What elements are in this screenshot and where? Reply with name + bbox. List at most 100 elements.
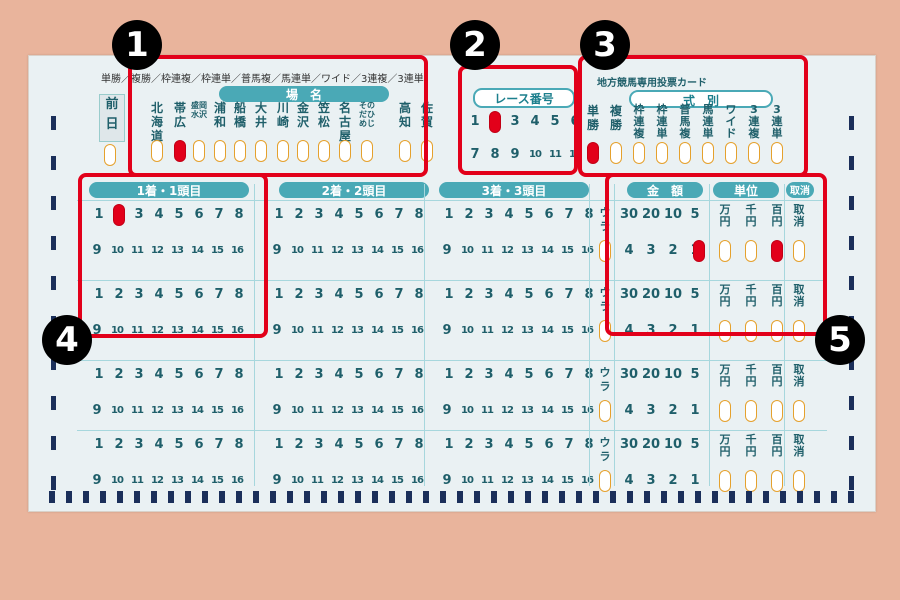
horse-number[interactable]: 7 — [564, 437, 574, 452]
horse-number[interactable]: 15 — [211, 475, 224, 486]
horse-number[interactable]: 6 — [544, 287, 554, 302]
horse-number[interactable]: 6 — [374, 437, 384, 452]
bet-type-bubble[interactable] — [610, 142, 622, 164]
amount-value[interactable]: 4 — [624, 243, 634, 258]
horse-number[interactable]: 13 — [351, 245, 364, 256]
horse-number[interactable]: 4 — [154, 287, 164, 302]
horse-number[interactable]: 9 — [92, 323, 102, 338]
horse-number[interactable]: 7 — [394, 367, 404, 382]
amount-value[interactable]: 20 — [641, 437, 661, 452]
unit-bubble[interactable] — [745, 400, 757, 422]
horse-number[interactable]: 11 — [481, 245, 494, 256]
cancel-bubble[interactable] — [793, 240, 805, 262]
horse-number[interactable]: 7 — [394, 287, 404, 302]
venue-bubble[interactable] — [339, 140, 351, 162]
amount-value[interactable]: 4 — [624, 473, 634, 488]
horse-number[interactable]: 10 — [111, 475, 124, 486]
horse-number[interactable]: 12 — [331, 245, 344, 256]
horse-number[interactable]: 12 — [331, 475, 344, 486]
horse-number[interactable]: 3 — [484, 437, 494, 452]
horse-number[interactable]: 5 — [354, 437, 364, 452]
venue-bubble[interactable] — [151, 140, 163, 162]
horse-number[interactable]: 3 — [134, 367, 144, 382]
horse-number[interactable]: 9 — [92, 473, 102, 488]
horse-number[interactable]: 11 — [131, 325, 144, 336]
horse-number[interactable]: 9 — [272, 473, 282, 488]
horse-number[interactable]: 16 — [411, 475, 424, 486]
horse-number[interactable]: 12 — [501, 405, 514, 416]
horse-number[interactable]: 11 — [481, 325, 494, 336]
horse-number[interactable]: 7 — [214, 437, 224, 452]
amount-value[interactable]: 3 — [646, 323, 656, 338]
horse-number[interactable]: 1 — [94, 287, 104, 302]
horse-number[interactable]: 6 — [544, 207, 554, 222]
horse-number[interactable]: 2 — [114, 287, 124, 302]
horse-number[interactable]: 11 — [311, 405, 324, 416]
amount-value[interactable]: 5 — [690, 207, 700, 222]
horse-number[interactable]: 7 — [564, 207, 574, 222]
amount-value[interactable]: 30 — [619, 437, 639, 452]
cancel-bubble[interactable] — [793, 400, 805, 422]
amount-value[interactable]: 5 — [690, 437, 700, 452]
horse-number[interactable]: 16 — [231, 245, 244, 256]
horse-number[interactable]: 7 — [564, 287, 574, 302]
horse-number[interactable]: 2 — [294, 207, 304, 222]
venue-bubble[interactable] — [297, 140, 309, 162]
horse-number[interactable]: 9 — [442, 323, 452, 338]
race-number[interactable]: 8 — [490, 147, 500, 162]
unit-bubble[interactable] — [771, 400, 783, 422]
horse-number[interactable]: 8 — [583, 364, 595, 386]
horse-number[interactable]: 8 — [414, 437, 424, 452]
unit-bubble[interactable] — [719, 240, 731, 262]
horse-number[interactable]: 10 — [461, 245, 474, 256]
amount-value[interactable]: 1 — [690, 323, 700, 338]
horse-number[interactable]: 4 — [334, 437, 344, 452]
horse-number[interactable]: 7 — [394, 207, 404, 222]
horse-number[interactable]: 2 — [464, 287, 474, 302]
horse-number[interactable]: 1 — [274, 367, 284, 382]
horse-number[interactable]: 15 — [561, 325, 574, 336]
race-number[interactable]: 11 — [549, 149, 562, 160]
horse-number[interactable]: 14 — [191, 405, 204, 416]
horse-number[interactable]: 2 — [294, 437, 304, 452]
bet-type-bubble[interactable] — [725, 142, 737, 164]
horse-number[interactable]: 14 — [371, 475, 384, 486]
horse-number[interactable]: 12 — [331, 405, 344, 416]
venue-bubble[interactable] — [234, 140, 246, 162]
horse-number[interactable]: 13 — [351, 405, 364, 416]
horse-number[interactable]: 4 — [154, 207, 164, 222]
horse-number[interactable]: 6 — [544, 367, 554, 382]
amount-value[interactable]: 4 — [624, 323, 634, 338]
horse-number[interactable]: 16 — [581, 325, 594, 336]
horse-number[interactable]: 4 — [154, 367, 164, 382]
horse-number[interactable]: 10 — [291, 405, 304, 416]
horse-number[interactable]: 16 — [231, 475, 244, 486]
ura-bubble[interactable] — [599, 400, 611, 422]
horse-number[interactable]: 12 — [151, 245, 164, 256]
horse-number[interactable]: 5 — [174, 287, 184, 302]
amount-value[interactable]: 3 — [646, 243, 656, 258]
bet-type-bubble[interactable] — [633, 142, 645, 164]
horse-number[interactable]: 12 — [501, 245, 514, 256]
horse-number[interactable]: 5 — [354, 207, 364, 222]
horse-number[interactable]: 9 — [442, 243, 452, 258]
horse-number[interactable]: 13 — [171, 475, 184, 486]
horse-number[interactable]: 13 — [171, 405, 184, 416]
amount-value[interactable]: 2 — [668, 323, 678, 338]
horse-number[interactable]: 11 — [481, 405, 494, 416]
venue-bubble[interactable] — [277, 140, 289, 162]
bet-type-bubble[interactable] — [702, 142, 714, 164]
horse-number[interactable]: 16 — [411, 405, 424, 416]
horse-number[interactable]: 8 — [583, 204, 595, 226]
horse-number[interactable]: 8 — [414, 207, 424, 222]
horse-number[interactable]: 14 — [541, 405, 554, 416]
cancel-bubble[interactable] — [793, 320, 805, 342]
bet-type-bubble[interactable] — [771, 142, 783, 164]
amount-value[interactable]: 30 — [619, 207, 639, 222]
horse-number[interactable]: 15 — [561, 405, 574, 416]
horse-number[interactable]: 16 — [411, 245, 424, 256]
horse-number[interactable]: 4 — [334, 287, 344, 302]
horse-number[interactable]: 9 — [92, 403, 102, 418]
horse-number[interactable]: 4 — [334, 207, 344, 222]
amount-value[interactable]: 10 — [663, 367, 683, 382]
